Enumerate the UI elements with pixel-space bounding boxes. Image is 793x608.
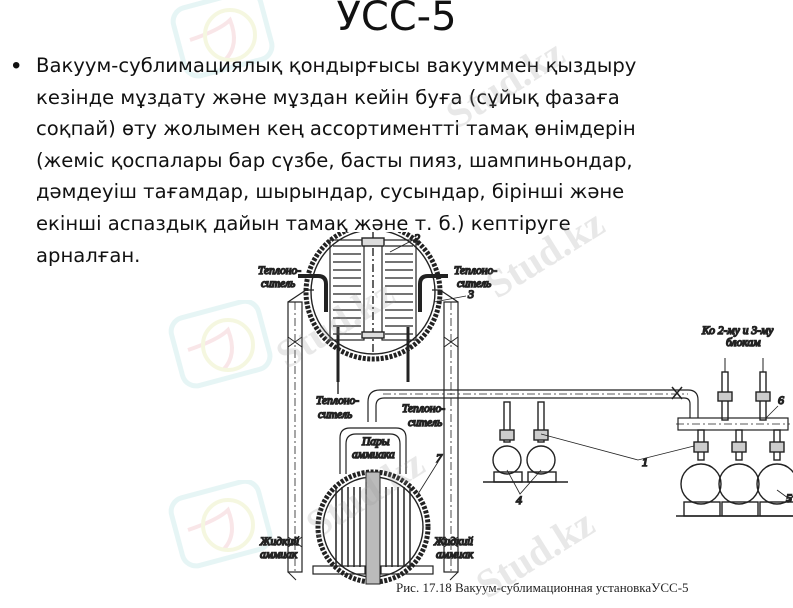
- label-heat-carrier: ситель: [318, 409, 352, 421]
- label-number: 7: [436, 451, 443, 465]
- bullet-line: соқпай) өту жолымен кең ассортиментті та…: [36, 117, 636, 141]
- label-heat-carrier: ситель: [408, 417, 442, 429]
- bullet-line: арналған.: [36, 243, 141, 267]
- label-to-blocks: блокам: [726, 337, 761, 349]
- label-heat-carrier: Теплоно-: [316, 395, 359, 407]
- figure-caption: Рис. 17.18 Вакуум-сублимационная установ…: [396, 580, 689, 595]
- large-pumps-icon: [676, 429, 793, 517]
- label-heat-carrier: ситель: [261, 278, 295, 290]
- collector-icon: [676, 358, 790, 431]
- label-number: 3: [467, 287, 474, 301]
- slide-title: УСС-5: [336, 0, 457, 40]
- label-liquid-ammonia: аммиак: [260, 549, 298, 561]
- main-pipe-icon: [367, 386, 699, 422]
- watermark-logo-icon: [168, 478, 278, 575]
- bullet-text: Вакуум-сублимациялық қондырғысы вакуумме…: [36, 50, 788, 271]
- label-ammonia-vapor: аммиака: [352, 449, 395, 461]
- label-liquid-ammonia: Жидкий: [433, 535, 473, 548]
- installation-diagram: Теплоно- ситель Теплоно- ситель Теплоно-…: [257, 222, 793, 600]
- vacuum-line-left-icon: [287, 289, 314, 573]
- label-to-blocks: Ко 2-му и 3-му: [701, 325, 774, 337]
- bullet-item: • Вакуум-сублимациялық қондырғысы вакуум…: [8, 50, 788, 271]
- watermark-logo-icon: [168, 298, 278, 395]
- ammonia-vapor-loop-icon: [339, 427, 407, 474]
- label-liquid-ammonia: аммиак: [436, 549, 474, 561]
- bullet-line: кезінде мұздату және мұздан кейін буға (…: [36, 85, 620, 109]
- bullet-dot-icon: •: [12, 52, 21, 79]
- label-number: 2: [414, 232, 420, 245]
- bullet-line: екінші аспаздық дайын тамақ және т. б.) …: [36, 211, 571, 235]
- bullet-line: (жеміс қоспалары бар сүзбе, басты пияз, …: [36, 148, 633, 172]
- watermark-logo-icon: [170, 0, 280, 85]
- label-number: 6: [778, 393, 784, 407]
- bullet-line: Вакуум-сублимациялық қондырғысы вакуумме…: [36, 54, 637, 77]
- label-ammonia-vapor: Пары: [361, 436, 390, 448]
- bullet-line: дәмдеуіш тағамдар, шырындар, сусындар, б…: [36, 180, 625, 204]
- vacuum-line-right-icon: [432, 289, 459, 573]
- label-number: 1: [642, 455, 648, 469]
- label-heat-carrier: Теплоно-: [454, 265, 497, 277]
- label-number: 4: [516, 493, 522, 507]
- small-pumps-icon: [483, 401, 568, 483]
- lower-vessel-icon: [287, 469, 459, 585]
- label-heat-carrier: Теплоно-: [258, 265, 301, 277]
- label-heat-carrier: Теплоно-: [402, 403, 445, 415]
- label-number: 5: [786, 491, 792, 505]
- label-heat-carrier: ситель: [457, 278, 491, 290]
- label-liquid-ammonia: Жидкий: [259, 535, 299, 548]
